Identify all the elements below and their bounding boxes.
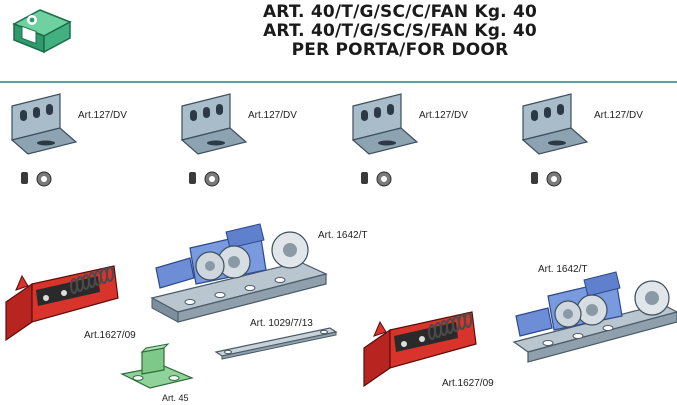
stopper-left-label: Art.1627/09 — [84, 330, 136, 341]
page-title: ART. 40/T/G/SC/C/FAN Kg. 40 ART. 40/T/G/… — [180, 3, 620, 60]
bracket-2-illustration — [180, 93, 248, 155]
title-line-2: ART. 40/T/G/SC/S/FAN Kg. 40 — [263, 21, 537, 41]
bracket-3-label: Art.127/DV — [419, 110, 468, 121]
bracket-2-screws-icon — [189, 171, 220, 187]
bracket-2-label: Art.127/DV — [248, 110, 297, 121]
bracket-4-illustration — [521, 93, 589, 155]
trolley-right-label: Art. 1642/T — [538, 264, 588, 275]
connecting-bar-illustration — [214, 327, 338, 360]
bracket-1-illustration — [10, 93, 78, 155]
trolley-left-illustration — [150, 223, 328, 323]
title-line-1: ART. 40/T/G/SC/C/FAN Kg. 40 — [262, 2, 538, 22]
connecting-bar-label: Art. 1029/7/13 — [250, 318, 313, 329]
bracket-3-illustration — [351, 93, 419, 155]
product-box-icon — [12, 9, 72, 54]
header-divider — [0, 81, 677, 83]
floor-guide-illustration — [120, 343, 194, 389]
trolley-left-label: Art. 1642/T — [318, 230, 368, 241]
bracket-4-label: Art.127/DV — [594, 110, 643, 121]
trolley-right-illustration — [512, 271, 677, 363]
title-line-3: PER PORTA/FOR DOOR — [291, 40, 509, 60]
bracket-1-label: Art.127/DV — [78, 110, 127, 121]
stopper-right-illustration — [363, 311, 477, 388]
floor-guide-label: Art. 45 — [162, 393, 189, 403]
stopper-left-illustration — [5, 265, 119, 342]
bracket-3-screws-icon — [361, 171, 392, 187]
stopper-right-label: Art.1627/09 — [442, 378, 494, 389]
bracket-4-screws-icon — [531, 171, 562, 187]
bracket-1-screws-icon — [21, 171, 52, 187]
